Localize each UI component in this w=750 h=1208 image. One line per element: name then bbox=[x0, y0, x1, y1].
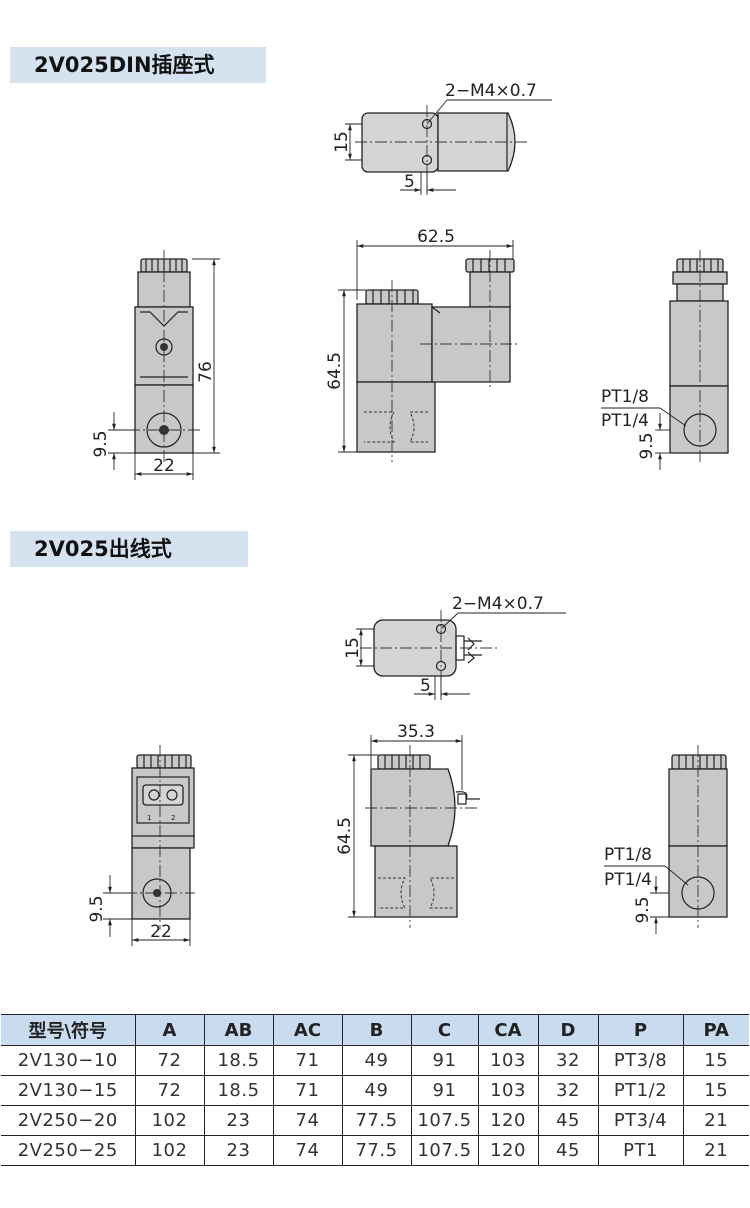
din-base-width-label: 22 bbox=[153, 456, 175, 476]
table-cell: 71 bbox=[272, 1045, 343, 1076]
table-header: 型号\符号 bbox=[1, 1014, 136, 1046]
table-cell: 15 bbox=[682, 1045, 749, 1076]
table-cell: 72 bbox=[134, 1045, 205, 1076]
table-cell: 21 bbox=[682, 1105, 749, 1136]
table-cell: PT1 bbox=[597, 1135, 684, 1166]
lead-top-offset-label: 5 bbox=[420, 676, 431, 696]
table-cell: 2V250−25 bbox=[1, 1135, 136, 1166]
din-top-height-label: 15 bbox=[332, 131, 352, 153]
table-cell: 21 bbox=[682, 1135, 749, 1166]
din-front-height-label: 64.5 bbox=[325, 352, 345, 390]
din-side-view: 76 9.5 22 bbox=[91, 250, 220, 480]
section-title-din: 2V025DIN插座式 bbox=[10, 47, 266, 83]
table-row: 2V250−25 102 23 74 77.5 107.5 120 45 PT1… bbox=[1, 1135, 749, 1166]
table-header: C bbox=[410, 1014, 479, 1046]
lead-side-view: 1 2 9.5 22 bbox=[87, 745, 195, 946]
table-cell: 72 bbox=[134, 1075, 205, 1106]
table-header: B bbox=[341, 1014, 412, 1046]
table-header: P bbox=[597, 1014, 684, 1046]
table-cell: 107.5 bbox=[410, 1105, 479, 1136]
table-cell: 45 bbox=[537, 1135, 599, 1166]
table-cell: 107.5 bbox=[410, 1135, 479, 1166]
table-cell: 49 bbox=[341, 1045, 412, 1076]
din-thread-label: 2−M4×0.7 bbox=[445, 81, 537, 101]
lead-top-view: 2−M4×0.7 15 5 bbox=[343, 594, 566, 700]
din-right-view: PT1/8 PT1/4 9.5 bbox=[601, 250, 729, 470]
lead-front-height-label: 64.5 bbox=[335, 817, 355, 855]
din-side-height-label: 76 bbox=[196, 361, 216, 383]
table-cell: 102 bbox=[134, 1105, 205, 1136]
lead-base-width-label: 22 bbox=[150, 922, 172, 942]
table-cell: 2V250−20 bbox=[1, 1105, 136, 1136]
lead-port-outer-label: PT1/4 bbox=[604, 870, 652, 890]
lead-width-label: 35.3 bbox=[397, 722, 435, 742]
spec-table: 型号\符号 A AB AC B C CA D P PA 2V130−10 72 … bbox=[1, 1014, 749, 1166]
lead-port-offset-label: 9.5 bbox=[87, 895, 107, 922]
din-port-inner-label: PT1/8 bbox=[601, 387, 649, 407]
pin-label-2: 2 bbox=[171, 814, 175, 822]
din-front-view: 62.5 64.5 bbox=[325, 227, 520, 462]
table-cell: 120 bbox=[477, 1105, 539, 1136]
table-cell: 23 bbox=[203, 1135, 274, 1166]
table-row: 2V250−20 102 23 74 77.5 107.5 120 45 PT3… bbox=[1, 1105, 749, 1136]
technical-drawing: 2−M4×0.7 15 5 76 bbox=[87, 81, 729, 946]
table-row: 2V130−10 72 18.5 71 49 91 103 32 PT3/8 1… bbox=[1, 1045, 749, 1076]
lead-front-view: 35.3 64.5 bbox=[335, 722, 480, 928]
table-cell: 2V130−10 bbox=[1, 1045, 136, 1076]
din-port-offset-label: 9.5 bbox=[91, 430, 111, 457]
table-cell: 71 bbox=[272, 1075, 343, 1106]
table-cell: PT3/4 bbox=[597, 1105, 684, 1136]
table-cell: 18.5 bbox=[203, 1045, 274, 1076]
table-cell: 15 bbox=[682, 1075, 749, 1106]
table-cell: 74 bbox=[272, 1105, 343, 1136]
table-cell: 74 bbox=[272, 1135, 343, 1166]
terminal-icon bbox=[148, 789, 160, 801]
table-cell: 77.5 bbox=[341, 1105, 412, 1136]
lead-right-view: PT1/8 PT1/4 9.5 bbox=[604, 745, 728, 934]
din-port-outer-label: PT1/4 bbox=[601, 411, 649, 431]
table-cell: 77.5 bbox=[341, 1135, 412, 1166]
table-cell: 120 bbox=[477, 1135, 539, 1166]
table-cell: 32 bbox=[537, 1045, 599, 1076]
table-cell: 2V130−15 bbox=[1, 1075, 136, 1106]
table-cell: 91 bbox=[410, 1075, 479, 1106]
table-cell: 102 bbox=[134, 1135, 205, 1166]
table-cell: 45 bbox=[537, 1105, 599, 1136]
table-header: D bbox=[537, 1014, 599, 1046]
table-header: PA bbox=[682, 1014, 749, 1046]
section-title-lead-wire: 2V025出线式 bbox=[10, 531, 248, 567]
table-header: A bbox=[134, 1014, 205, 1046]
table-cell: 32 bbox=[537, 1075, 599, 1106]
table-cell: 91 bbox=[410, 1045, 479, 1076]
din-top-offset-label: 5 bbox=[404, 172, 415, 192]
table-cell: PT3/8 bbox=[597, 1045, 684, 1076]
terminal-icon bbox=[166, 789, 178, 801]
table-cell: 23 bbox=[203, 1105, 274, 1136]
table-cell: 103 bbox=[477, 1045, 539, 1076]
din-right-offset-label: 9.5 bbox=[637, 432, 657, 459]
lead-top-height-label: 15 bbox=[343, 637, 363, 659]
table-cell: 103 bbox=[477, 1075, 539, 1106]
din-top-view: 2−M4×0.7 15 5 bbox=[332, 81, 552, 195]
lead-right-offset-label: 9.5 bbox=[633, 896, 653, 923]
table-header: CA bbox=[477, 1014, 539, 1046]
lead-thread-label: 2−M4×0.7 bbox=[452, 594, 544, 614]
table-cell: 49 bbox=[341, 1075, 412, 1106]
table-row: 2V130−15 72 18.5 71 49 91 103 32 PT1/2 1… bbox=[1, 1075, 749, 1106]
table-cell: PT1/2 bbox=[597, 1075, 684, 1106]
table-cell: 18.5 bbox=[203, 1075, 274, 1106]
table-header: AC bbox=[272, 1014, 343, 1046]
lead-port-inner-label: PT1/8 bbox=[604, 845, 652, 865]
table-header-row: 型号\符号 A AB AC B C CA D P PA bbox=[1, 1014, 749, 1046]
din-width-label: 62.5 bbox=[417, 227, 455, 247]
pin-label-1: 1 bbox=[147, 814, 151, 822]
table-header: AB bbox=[203, 1014, 274, 1046]
